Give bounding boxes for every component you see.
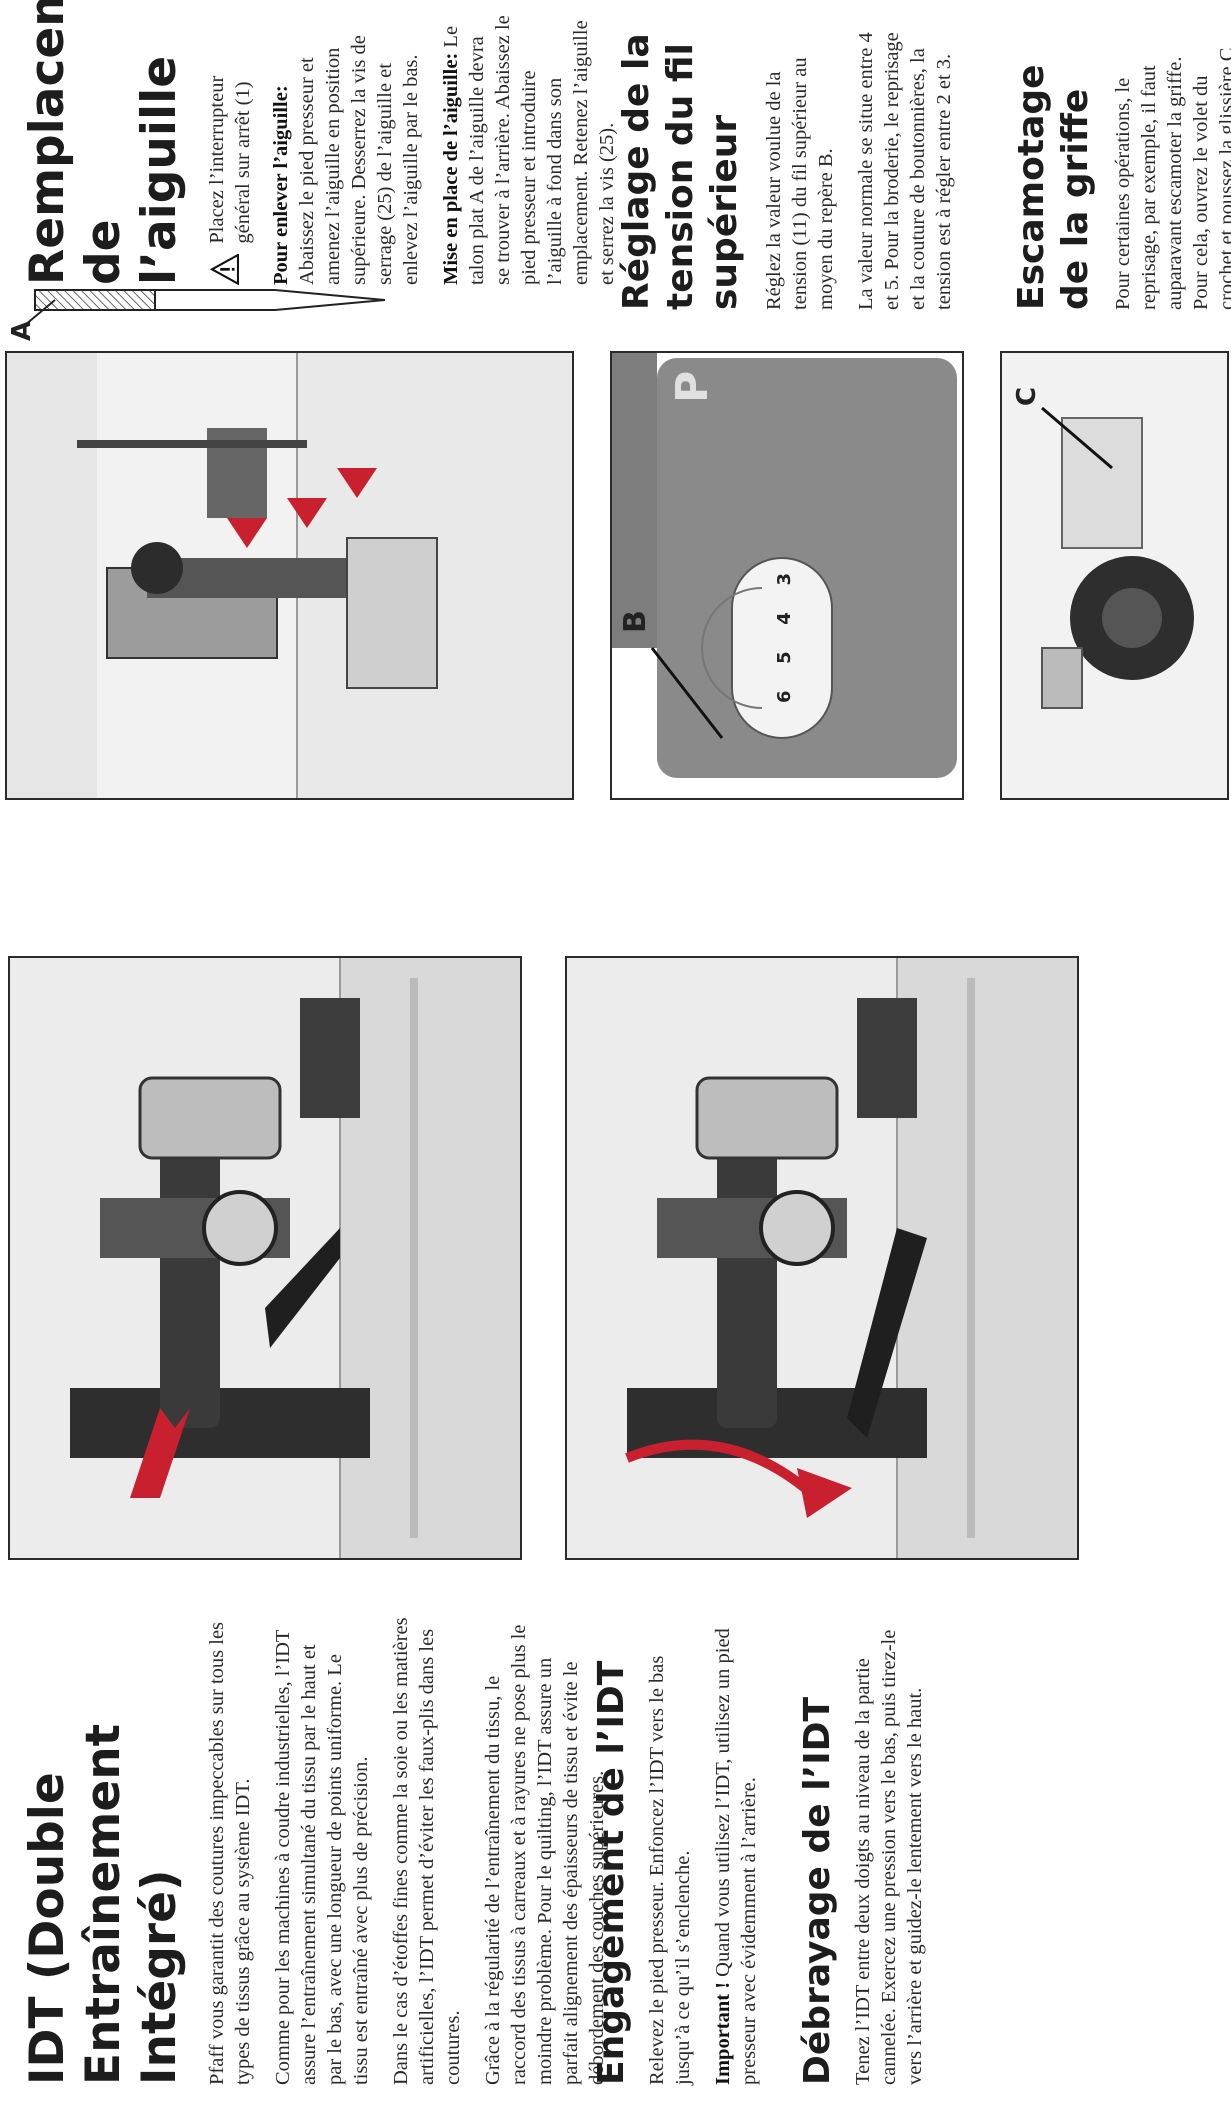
idt-engage-section: Engagement de l’IDT Relevez le pied pres… (590, 1615, 942, 2085)
engagement-paragraph: Relevez le pied presseur. Enfoncez l’IDT… (646, 1655, 694, 2085)
needle-diagram: A (7, 265, 395, 341)
griffe-figure: C (1000, 351, 1229, 800)
tension-label-b: B (618, 610, 653, 633)
tension-dial-numbers: 6 5 4 3 (774, 573, 795, 703)
idt-paragraph-3: Dans le cas d’étoffes fines comme la soi… (390, 1617, 464, 2085)
needle-remove-paragraph: Pour enlever l’aiguille: Abaissez le pie… (268, 15, 424, 285)
idt-disengage-illustration (567, 958, 1077, 1558)
engagement-important: Important ! Quand vous utilisez l’IDT, u… (710, 1615, 762, 2085)
needle-section: Remplacement de l’aiguille Placez l’inte… (20, 0, 634, 285)
tension-section: Réglage de la tension du fil supérieur R… (615, 15, 971, 310)
dial-number: 3 (774, 573, 795, 586)
needle-replacement-illustration (7, 353, 572, 798)
debrayage-title: Débrayage de l’IDT (797, 1696, 838, 2085)
idt-engage-figure (8, 956, 522, 1560)
debrayage-paragraph: Tenez l’IDT entre deux doigts au niveau … (852, 1629, 926, 2085)
griffe-illustration (1002, 353, 1227, 798)
tension-paragraph-2: La valeur normale se situe entre 4 et 5.… (855, 32, 955, 310)
needle-title: Remplacement de l’aiguille (20, 0, 187, 285)
idt-title: IDT (Double Entraînement Intégré) (20, 1723, 187, 2085)
needle-remove-text: Abaissez le pied presseur et amenez l’ai… (296, 35, 422, 285)
griffe-paragraph: Pour certaines opérations, le reprisage,… (1112, 48, 1231, 310)
griffe-label-c: C (1012, 386, 1042, 406)
needle-insert-paragraph: Mise en place de l’aiguille: Le talon pl… (438, 15, 620, 285)
griffe-title: Escamotage de la griffe (1011, 64, 1096, 310)
idt-engage-illustration (10, 958, 520, 1558)
tension-illustration (612, 353, 962, 798)
warning-box: Placez l’interrupteur général sur arrêt … (204, 15, 256, 285)
warning-text: Placez l’interrupteur général sur arrêt … (206, 75, 254, 244)
warning-icon (209, 253, 239, 285)
needle-insert-text: Le talon plat A de l’aiguille devra se t… (440, 15, 618, 285)
idt-disengage-figure (565, 956, 1079, 1560)
idt-paragraph-1: Pfaff vous garantit des coutures impecca… (206, 1621, 254, 2085)
needle-insert-label: Mise en place de l’aiguille: (440, 52, 462, 285)
dial-number: 6 (774, 690, 795, 703)
griffe-section: Escamotage de la griffe Pour certaines o… (1010, 15, 1231, 310)
dial-number: 4 (774, 612, 795, 625)
important-label: Important ! (712, 1981, 734, 2085)
tension-brand-letter: P (667, 370, 718, 403)
dial-number: 5 (774, 651, 795, 664)
tension-figure: B P 6 5 4 3 (610, 351, 964, 800)
needle-remove-label: Pour enlever l’aiguille: (270, 85, 292, 285)
tension-title: Réglage de la tension du fil supérieur (616, 33, 745, 310)
engagement-title: Engagement de l’IDT (591, 1660, 632, 2085)
needle-replacement-figure (5, 351, 574, 800)
needle-label-a: A (7, 320, 37, 341)
tension-paragraph-1: Réglez la valeur voulue de la tension (1… (763, 57, 837, 310)
idt-paragraph-2: Comme pour les machines à coudre industr… (272, 1629, 372, 2085)
idt-section: IDT (Double Entraînement Intégré) Pfaff … (20, 1615, 624, 2085)
